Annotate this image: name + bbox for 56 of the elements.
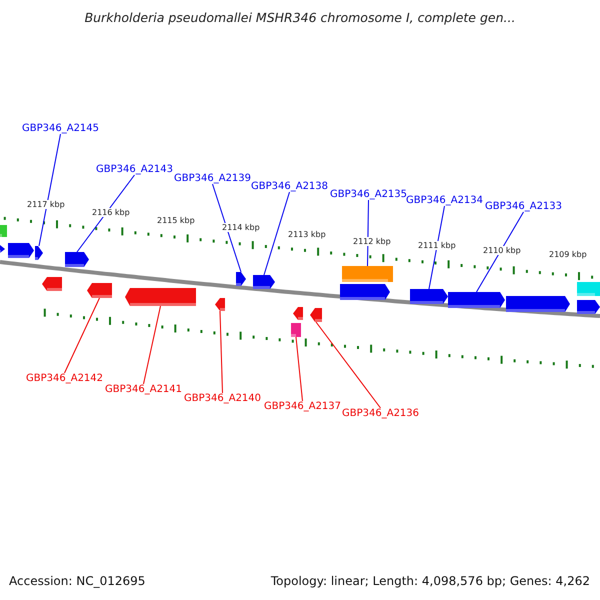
- gene-feature: [215, 298, 225, 311]
- gene-label: GBP346_A2145: [22, 123, 100, 134]
- gene-feature: [87, 283, 112, 298]
- gene-feature-block: [577, 282, 600, 296]
- gene-feature-block: [342, 266, 393, 282]
- gene-feature: [253, 275, 275, 289]
- leader-line: [428, 206, 445, 290]
- scale-label: 2111 kbp: [418, 241, 456, 250]
- leader-line: [476, 212, 524, 292]
- leader-line: [38, 134, 61, 246]
- gene-feature: [35, 246, 43, 260]
- gene-feature: [0, 245, 5, 253]
- scale-label: 2109 kbp: [549, 250, 587, 259]
- gene-feature: [125, 288, 196, 306]
- leader-line: [143, 306, 161, 384]
- leader-line: [264, 192, 290, 276]
- gene-feature: [42, 277, 62, 291]
- gene-label: GBP346_A2141: [105, 384, 182, 395]
- gene-label: GBP346_A2136: [342, 408, 420, 419]
- leader-line: [316, 322, 381, 408]
- gene-feature: [236, 272, 246, 286]
- gene-label: GBP346_A2137: [264, 401, 342, 412]
- leader-line: [212, 184, 242, 272]
- scale-label: 2114 kbp: [222, 223, 260, 232]
- leader-line: [64, 298, 100, 374]
- gene-feature: [506, 296, 570, 312]
- gene-feature: [293, 307, 303, 320]
- gene-label: GBP346_A2142: [26, 373, 104, 384]
- gene-feature: [65, 252, 89, 267]
- leader-line: [220, 310, 223, 394]
- gene-label: GBP346_A2135: [330, 189, 408, 200]
- leader-line: [76, 174, 135, 252]
- gene-feature-block: [0, 225, 7, 237]
- gene-label: GBP346_A2133: [485, 201, 562, 212]
- scale-label: 2115 kbp: [157, 216, 195, 225]
- gene-feature: [340, 284, 390, 300]
- accession-text: Accession: NC_012695: [9, 574, 146, 588]
- leader-line: [367, 200, 369, 266]
- gene-label: GBP346_A2139: [174, 173, 252, 184]
- gene-feature: [310, 308, 322, 322]
- gene-feature: [448, 292, 505, 308]
- scale-label: 2117 kbp: [27, 200, 65, 209]
- gene-label: GBP346_A2143: [96, 164, 174, 175]
- scale-label: 2110 kbp: [483, 246, 521, 255]
- gene-label: GBP346_A2140: [184, 393, 262, 404]
- scale-label: 2112 kbp: [353, 237, 391, 246]
- scale-label: 2113 kbp: [288, 230, 326, 239]
- gene-label: GBP346_A2138: [251, 181, 328, 192]
- gene-feature: [410, 289, 448, 304]
- leader-line: [296, 336, 303, 402]
- gene-feature: [577, 300, 600, 314]
- title: Burkholderia pseudomallei MSHR346 chromosome I, complete gen...: [84, 10, 516, 25]
- scale-label: 2116 kbp: [92, 208, 130, 217]
- gene-feature-block: [291, 323, 301, 337]
- genome-info-text: Topology: linear; Length: 4,098,576 bp; Genes: 4,262: [270, 574, 590, 588]
- gene-label: GBP346_A2134: [406, 195, 484, 206]
